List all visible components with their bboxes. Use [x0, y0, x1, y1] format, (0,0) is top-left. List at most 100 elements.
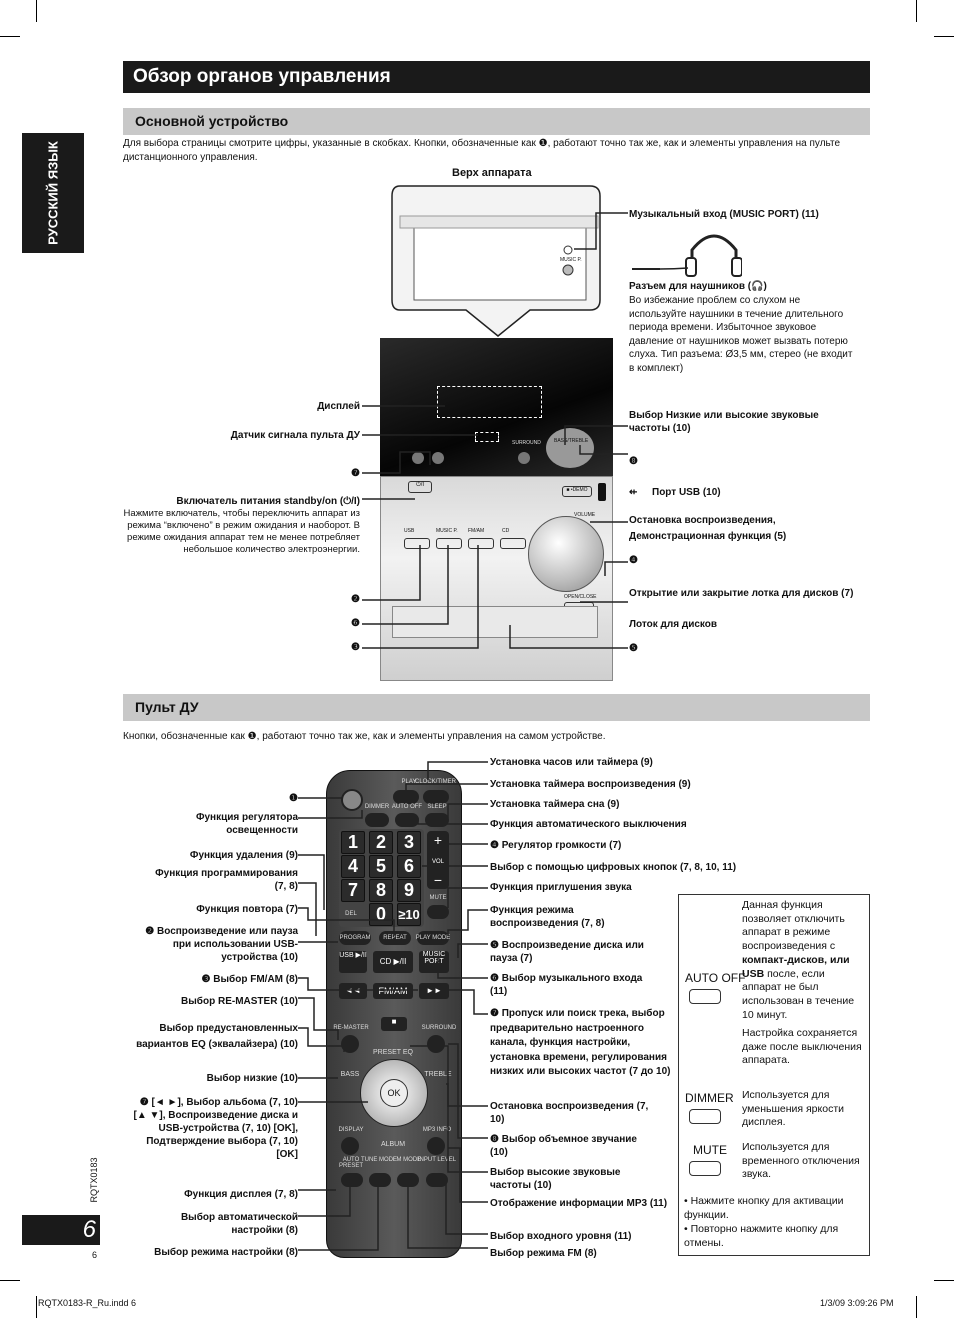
- play-key-label: PLAY: [401, 779, 417, 785]
- display-label: Дисплей: [317, 401, 360, 412]
- remote-label-preset-eq: Выбор предустановленных вариантов EQ (эк…: [136, 1023, 298, 1050]
- digit-key-8: 8: [369, 879, 393, 902]
- remote-label-cd-play: ❺ Воспроизведение диска или пауза (7): [490, 940, 644, 964]
- stop-button: ■: [381, 1017, 407, 1031]
- fm-mode-key-label: FM MODE: [392, 1157, 422, 1163]
- remote-label-fm-am: ❸ Выбор FM/AM (8): [201, 974, 298, 985]
- remote-label-input-level: Выбор входного уровня (11): [490, 1231, 632, 1242]
- callout-number-6: ❻: [351, 618, 360, 629]
- digit-key-6: 6: [397, 855, 421, 878]
- info-auto-off-text: Данная функция позволяет отключить аппар…: [742, 899, 866, 1022]
- main-unit-heading: Основной устройство: [123, 108, 870, 135]
- remote-label-program: Функция программирования (7, 8): [155, 868, 298, 892]
- callout-number-2: ❷: [351, 594, 360, 605]
- trim-mark: [934, 36, 954, 37]
- page-number-tab: 6: [22, 1215, 100, 1245]
- dimmer-button: [365, 813, 389, 827]
- music-port-pointer: [574, 212, 628, 250]
- callout-number-8: ❽: [629, 456, 638, 467]
- open-close-text: OPEN/CLOSE: [564, 594, 597, 600]
- remote-label-clock-timer: Установка часов или таймера (9): [490, 757, 653, 768]
- remote-label-play-mode: Функция режима воспроизведения (7, 8): [490, 905, 605, 929]
- digit-key-10plus: ≥10: [397, 903, 421, 926]
- program-button: [339, 931, 371, 945]
- remote-callout-lines: [298, 761, 488, 1251]
- program-key-label: PROGRAM: [339, 935, 371, 941]
- callout-number-4: ❹: [629, 555, 638, 566]
- cd-panel-button: [500, 538, 526, 549]
- fm-mode-button: [397, 1173, 419, 1187]
- remote-label-skip: ❼ Пропуск или поиск трека, выбор предвар…: [490, 1008, 671, 1077]
- remote-label-bass: Выбор низкие (10): [206, 1073, 298, 1084]
- trim-mark: [0, 36, 20, 37]
- remote-label-stop: Остановка воспроизведения (7, 10): [490, 1101, 649, 1125]
- input-level-key-label: INPUT LEVEL: [417, 1157, 457, 1163]
- info-bullet-1: • Нажмите кнопку для активации функции.: [684, 1195, 844, 1221]
- remote-label-volume: ❹ Регулятор громкости (7): [490, 840, 622, 851]
- mute-key-label: MUTE: [429, 895, 447, 901]
- remote-label-nav: ❼ [◄ ►], Выбор альбома (7, 10) [▲ ▼], Во…: [133, 1097, 299, 1160]
- play-timer-button: [393, 790, 419, 804]
- display-window: [437, 386, 542, 418]
- skip-forward-knob: [432, 452, 444, 464]
- navigation-pad: [360, 1059, 428, 1127]
- digit-key-7: 7: [341, 879, 365, 902]
- info-mute-label: MUTE: [693, 1143, 727, 1157]
- callout-number-7: ❼: [351, 468, 360, 479]
- language-tab: РУССКИЙ ЯЗЫК: [22, 133, 84, 253]
- usb-port-label: Порт USB (10): [652, 487, 721, 498]
- info-auto-off-text-bold: компакт-дисков, или USB: [742, 953, 850, 980]
- trim-mark: [36, 0, 37, 22]
- remote-label-play-timer: Установка таймера воспроизведения (9): [490, 779, 691, 790]
- remaster-key-label: RE-MASTER: [333, 1025, 369, 1031]
- music-port-button: MUSIC PORT: [419, 951, 449, 973]
- display-key-label: DISPLAY: [338, 1127, 364, 1133]
- main-unit-illustration: SURROUND BASS/TREBLE ⏻/I USB MUSIC P. FM…: [380, 338, 613, 681]
- panel-fmam-text: FM/AM: [468, 528, 485, 534]
- trim-mark: [916, 1296, 917, 1318]
- album-key-label: ALBUM: [380, 1141, 406, 1148]
- volume-rocker: +VOL−: [427, 831, 449, 889]
- remote-label-remaster: Выбор RE-MASTER (10): [181, 996, 298, 1007]
- info-dimmer-text: Используется для уменьшения яркости дисп…: [742, 1089, 844, 1129]
- digit-key-9: 9: [397, 879, 421, 902]
- callout-number-5: ❺: [629, 643, 638, 654]
- digit-key-5: 5: [369, 855, 393, 878]
- top-caption: Верх аппарата: [452, 167, 532, 179]
- mute-button: [427, 905, 449, 919]
- digit-key-4: 4: [341, 855, 365, 878]
- bass-treble-label: Выбор Низкие или высокие звуковые частот…: [629, 410, 819, 434]
- fm-am-button: FM/AM: [373, 983, 413, 999]
- surround-key-label: SURROUND: [421, 1025, 457, 1031]
- unit-top-illustration: [391, 185, 601, 337]
- remote-label-mp3-info: Отображение информации MP3 (11): [490, 1198, 668, 1209]
- power-label: Включатель питания standby/on (⏻/I): [176, 496, 360, 507]
- footer-date: 1/3/09 3:09:26 PM: [820, 1298, 894, 1308]
- remote-intro: Кнопки, обозначенные как ❶, работают точ…: [123, 731, 606, 742]
- surround-button: [427, 1035, 445, 1053]
- usb-port-slot: [598, 483, 606, 501]
- info-auto-off-persist: Настройка сохраняется даже после выключе…: [742, 1027, 862, 1067]
- standby-button: ⏻/I: [408, 481, 432, 493]
- del-key-label: DEL: [345, 911, 357, 917]
- remote-label-surround: ❽ Выбор объемное звучание (10): [490, 1134, 637, 1158]
- auto-preset-key-label: AUTO PRESET: [338, 1157, 363, 1169]
- skip-back-knob: [412, 452, 424, 464]
- trim-mark: [934, 1280, 954, 1281]
- footer-file: RQTX0183-R_Ru.indd 6: [38, 1298, 137, 1308]
- play-mode-button: [417, 931, 449, 945]
- dimmer-key-label: DIMMER: [364, 804, 390, 810]
- trim-mark: [916, 0, 917, 22]
- remote-label-usb-play: ❷ Воспроизведение или пауза при использо…: [145, 926, 298, 963]
- info-mute-button-icon: [689, 1161, 721, 1176]
- usb-play-button: USB ▶/II: [339, 951, 367, 973]
- sleep-key-label: SLEEP: [427, 804, 447, 810]
- info-auto-off-text-2: после, если аппарат не был использован в…: [742, 967, 855, 1021]
- language-tab-label: РУССКИЙ ЯЗЫК: [45, 141, 61, 245]
- headphones-label: Разъем для наушников (🎧): [629, 281, 767, 292]
- tune-mode-button: [369, 1173, 391, 1187]
- remote-label-power-number: ❶: [289, 793, 298, 804]
- stop-demo-label: Остановка воспроизведения, Демонстрацион…: [629, 515, 787, 542]
- info-auto-off-label: AUTO OFF: [685, 971, 746, 985]
- tune-mode-key-label: TUNE MODE: [361, 1157, 397, 1163]
